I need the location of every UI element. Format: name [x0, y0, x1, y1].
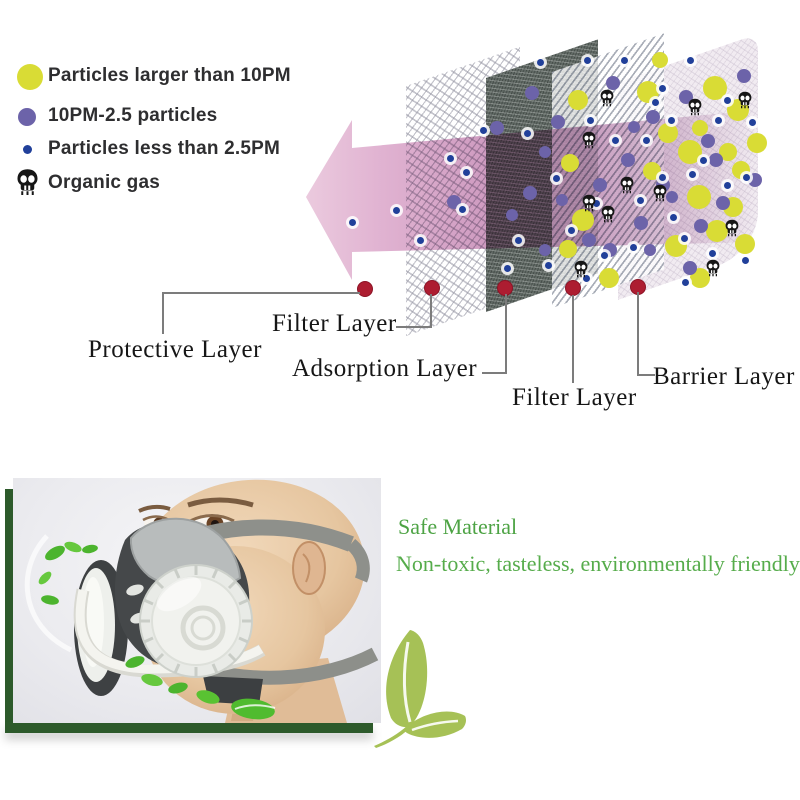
- eyelid-near: [189, 514, 235, 523]
- leader-line-filter2-v: [572, 295, 574, 383]
- leader-line-protective-v: [162, 292, 164, 334]
- purple-particle-icon: [18, 108, 36, 126]
- filtration-diagram: Particles larger than 10PM 10PM-2.5 part…: [15, 33, 795, 411]
- respirator-product-photo: [13, 478, 381, 723]
- decorative-leaf-graphic: [372, 624, 467, 748]
- label-filter-layer-2: Filter Layer: [512, 384, 637, 411]
- label-filter-layer-1: Filter Layer: [272, 310, 397, 337]
- legend-label-small-particles: Particles less than 2.5PM: [48, 138, 281, 159]
- eyebrow-near: [187, 497, 254, 508]
- skull-icon: [15, 168, 40, 201]
- eyebrow-far: [138, 504, 171, 513]
- photo-frame-left-bar: [5, 489, 14, 733]
- label-barrier-layer: Barrier Layer: [653, 363, 795, 390]
- legend-label-organic-gas: Organic gas: [48, 172, 161, 193]
- blue-particle-icon: [23, 145, 32, 154]
- leader-line-filter1-v: [430, 294, 432, 328]
- leader-line-adsorption-h: [482, 372, 507, 374]
- leader-line-filter1-h: [396, 326, 432, 328]
- legend-label-medium-particles: 10PM-2.5 particles: [48, 105, 218, 126]
- particle: [741, 256, 749, 264]
- label-adsorption-layer: Adsorption Layer: [292, 355, 478, 382]
- head-strap-back: [346, 539, 370, 583]
- ear-detail: [302, 553, 311, 583]
- leader-line-adsorption-v: [505, 294, 507, 374]
- leader-line-protective-h: [162, 292, 360, 294]
- legend-label-large-particles: Particles larger than 10PM: [48, 65, 291, 86]
- mask-vent-upper: [126, 584, 144, 596]
- non-toxic-subline: Non-toxic, tasteless, environmentally fr…: [396, 551, 800, 576]
- cartridge-emblem: [180, 605, 226, 651]
- leader-line-barrier-h: [637, 374, 655, 376]
- mannequin-respirator-illustration: [24, 479, 379, 723]
- yellow-particle-icon: [17, 64, 43, 90]
- label-protective-layer: Protective Layer: [88, 336, 262, 363]
- safe-material-headline: Safe Material: [398, 514, 518, 539]
- air-swirl: [24, 534, 73, 653]
- floating-leaves: [38, 541, 276, 720]
- filter-cartridge: [139, 564, 253, 678]
- photo-frame-bottom-bar: [5, 722, 373, 733]
- leader-line-barrier-v: [637, 292, 639, 376]
- layer-marker-dot: [357, 281, 373, 297]
- particle: [681, 278, 689, 286]
